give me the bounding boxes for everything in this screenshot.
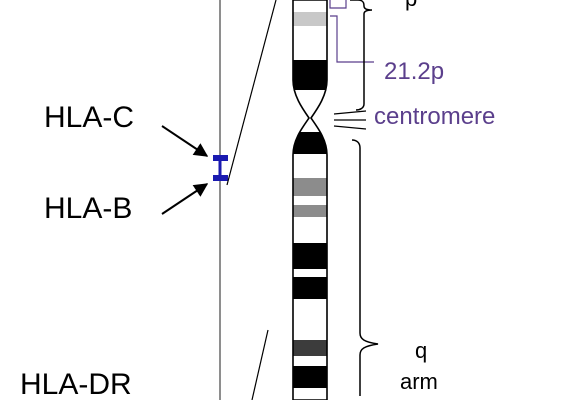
hla-c-label: HLA-C (44, 101, 135, 134)
expansion-line-top (226, 0, 277, 186)
centromere-label: centromere (374, 103, 496, 130)
band-dark-q2 (293, 243, 327, 269)
q-arm-label-arm: arm (400, 369, 438, 394)
chromosome-bands (293, 0, 327, 400)
band-dark-p1 (293, 60, 327, 90)
centromere-leader-3 (333, 125, 367, 130)
p-arm-brace (350, 0, 373, 111)
hla-dr-label: HLA-DR (20, 368, 132, 401)
band-21-2p-leader (330, 15, 374, 63)
band-dark-q3 (293, 277, 327, 299)
chromosome-outline (292, 0, 328, 400)
band-darkgrey-q4 (293, 340, 327, 356)
band-grey-q2 (293, 205, 327, 217)
band-dark-q1 (293, 132, 327, 154)
p-arm-top-leader (329, 0, 347, 9)
hla-c-arrow (161, 125, 209, 157)
band-21-2p-label: 21.2p (384, 58, 445, 85)
centromere-leader-1 (333, 110, 367, 115)
band-21-2p (293, 12, 327, 26)
q-arm-brace (351, 139, 379, 396)
p-arm-label: p (405, 0, 417, 10)
band-dark-q5 (293, 366, 327, 388)
hla-b-arrow (161, 183, 209, 215)
expansion-line-bottom (251, 329, 269, 400)
q-arm-label-q: q (415, 338, 428, 363)
band-grey-q1 (293, 178, 327, 196)
hla-b-label: HLA-B (44, 192, 133, 225)
